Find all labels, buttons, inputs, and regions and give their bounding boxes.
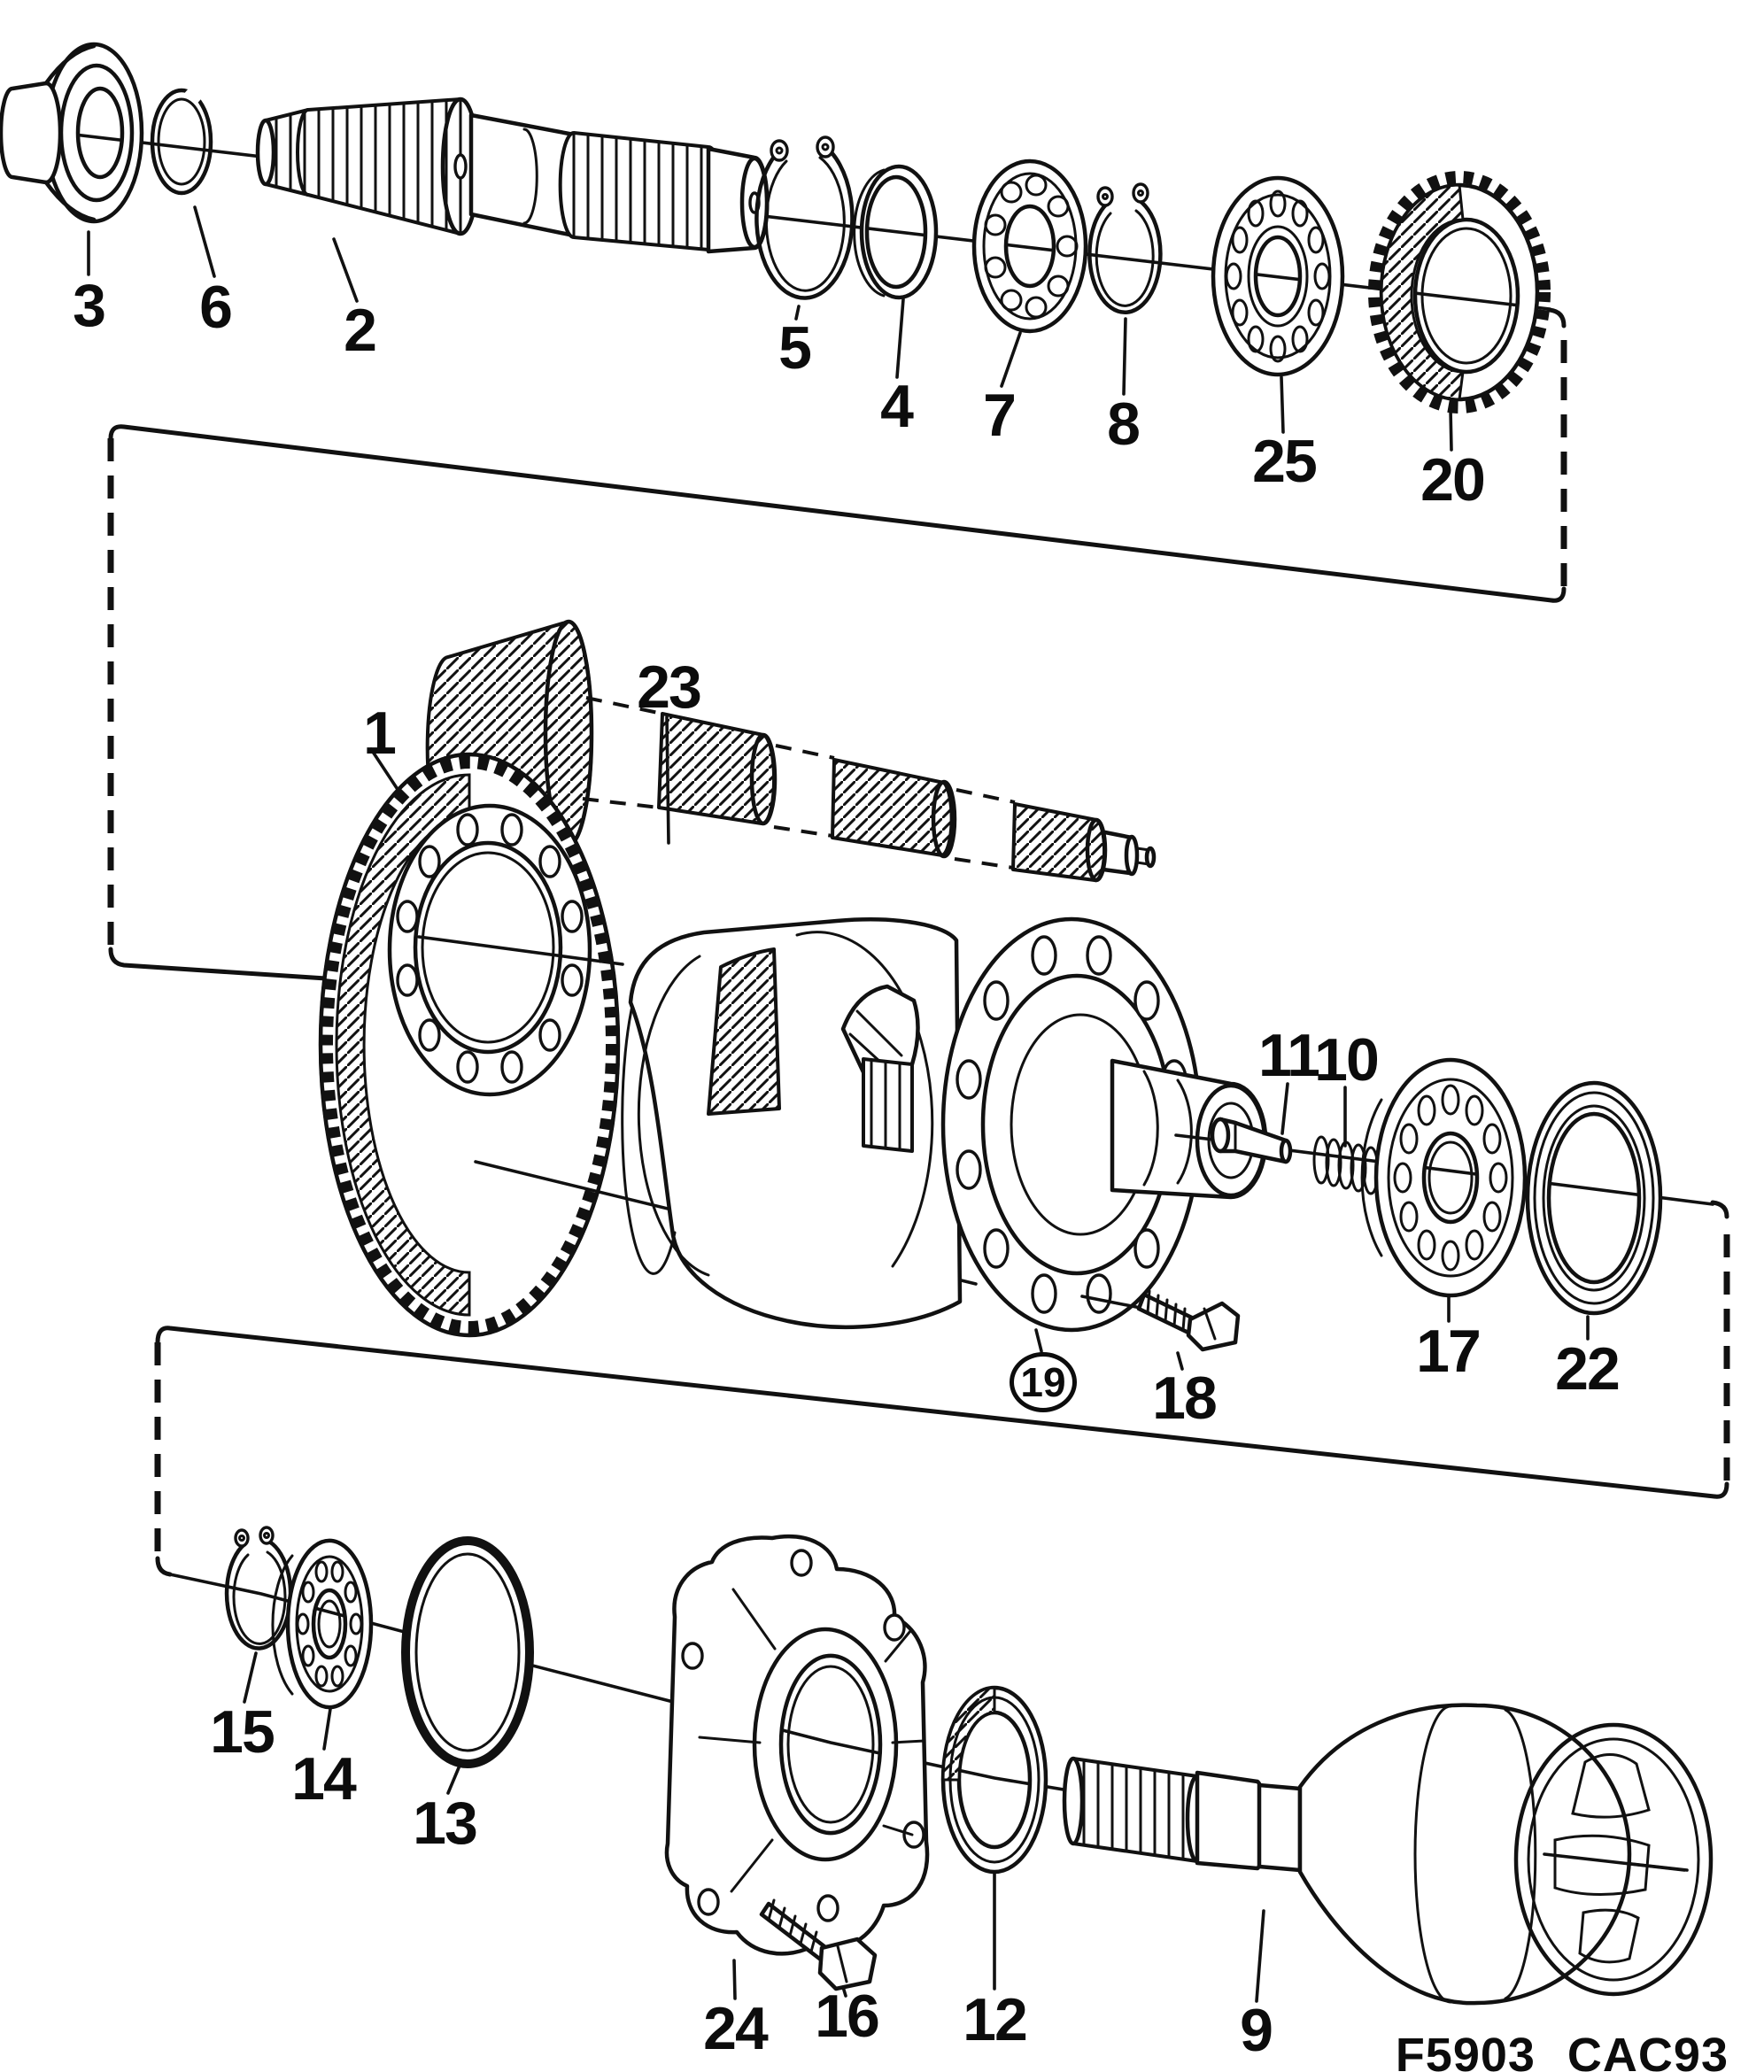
callout-2[interactable]: 2 (344, 297, 377, 364)
assembly-frame-upper (107, 307, 1567, 981)
callout-25[interactable]: 25 (1252, 428, 1318, 495)
callout-20[interactable]: 20 (1420, 446, 1486, 514)
callout-6[interactable]: 6 (199, 274, 233, 341)
part-4-spacer-ring (853, 164, 939, 300)
callout-1[interactable]: 1 (363, 700, 397, 767)
part-22-seal-ring (1525, 1080, 1663, 1316)
bearing-rollers (296, 1560, 363, 1688)
part-9-inner-driver (1062, 1703, 1714, 2006)
bearing-rollers (1225, 189, 1331, 363)
part-12-seal-ring (940, 1685, 1048, 1875)
part-11-pin (1210, 1117, 1293, 1164)
part-8-circlip (1087, 182, 1163, 315)
assembly-frame-lower (154, 1200, 1730, 1577)
callout-3[interactable]: 3 (73, 272, 106, 339)
callout-19[interactable]: 19 (1010, 1352, 1077, 1412)
callout-22[interactable]: 22 (1555, 1335, 1621, 1403)
figure-code: F5903 CAC93 (1395, 2029, 1729, 2072)
part-6-snap-ring (150, 86, 213, 196)
bearing-balls (984, 174, 1079, 319)
part-3-drive-collar (0, 42, 144, 224)
cover-bolt-holes (681, 1549, 925, 1922)
callout-4[interactable]: 4 (880, 373, 914, 440)
callout-5[interactable]: 5 (778, 314, 812, 382)
bolt-leader-line (1080, 1295, 1142, 1310)
callout-12[interactable]: 12 (963, 1986, 1028, 2053)
part-17-roller-bearing (1360, 1057, 1528, 1298)
part-15-circlip (224, 1526, 293, 1651)
bearing-rollers (1393, 1084, 1508, 1272)
part-13-o-ring (401, 1536, 534, 1768)
part-19-differential-assembly (621, 916, 1268, 1333)
callout-13[interactable]: 13 (413, 1790, 478, 1857)
part-18-flange-bolt (1136, 1289, 1241, 1352)
part-1-ring-gear (318, 752, 624, 1338)
part-16-cover-bolt (759, 1898, 878, 1991)
callout-9[interactable]: 9 (1240, 1997, 1273, 2064)
part-14-taper-bearing (271, 1538, 374, 1710)
callout-8[interactable]: 8 (1107, 390, 1141, 458)
callout-17[interactable]: 17 (1416, 1318, 1482, 1385)
ring-gear-bolt-holes (396, 813, 584, 1084)
callout-7[interactable]: 7 (983, 382, 1017, 449)
callout-24[interactable]: 24 (703, 1995, 769, 2062)
leader-lines (87, 205, 1590, 2003)
callout-11[interactable]: 11 (1258, 1022, 1320, 1089)
part-7-ball-bearing (971, 158, 1088, 334)
callout-18[interactable]: 18 (1152, 1365, 1218, 1432)
part-2-input-shaft (255, 97, 770, 254)
part-5-retaining-ring (754, 135, 855, 300)
callout-23[interactable]: 23 (637, 653, 702, 721)
callout-10[interactable]: 10 (1314, 1026, 1380, 1094)
part-25-roller-bearing (1211, 175, 1345, 377)
callout-15[interactable]: 15 (210, 1698, 275, 1766)
callout-14[interactable]: 14 (291, 1745, 357, 1813)
part-20-pinion-gear (1368, 171, 1551, 414)
callout-16[interactable]: 16 (815, 1983, 880, 2050)
